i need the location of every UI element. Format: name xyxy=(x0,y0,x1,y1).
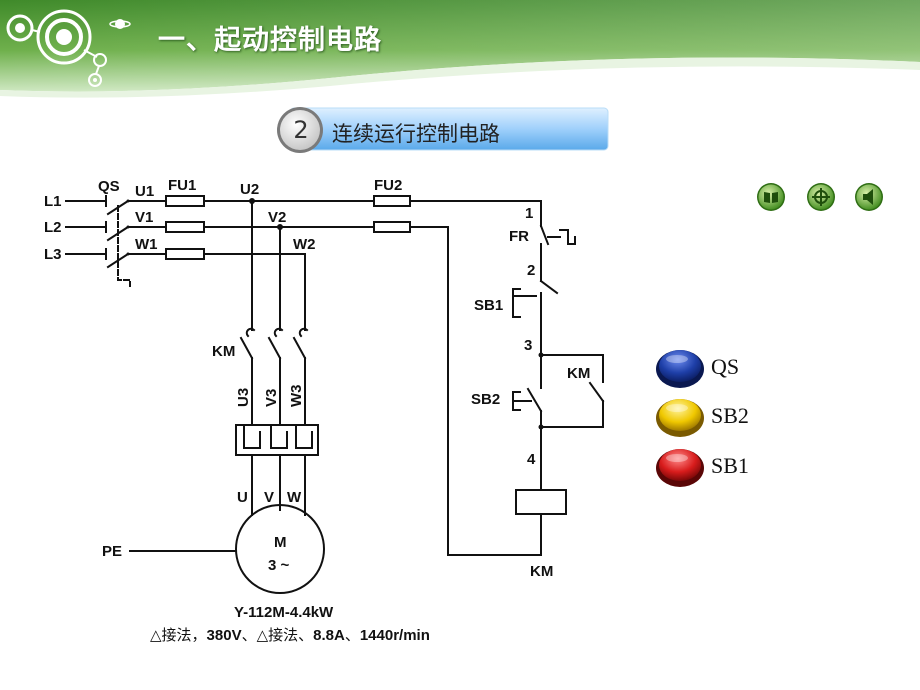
label-fu2: FU2 xyxy=(374,177,402,194)
qs-button[interactable] xyxy=(655,345,705,389)
caption-voltage: 380V xyxy=(206,627,242,644)
qs-label: QS xyxy=(711,354,740,379)
yellow-push-button-icon xyxy=(656,399,704,437)
motor-phases: 3 ~ xyxy=(268,557,290,574)
sb1-label: SB1 xyxy=(711,453,749,478)
label-v1: V1 xyxy=(135,209,153,226)
label-w2: W2 xyxy=(293,236,316,253)
label-v3: V3 xyxy=(263,389,280,407)
label-km-main: KM xyxy=(212,343,235,360)
label-qs: QS xyxy=(98,178,120,195)
caption-part-1: △接法， xyxy=(150,626,207,644)
label-fr: FR xyxy=(509,228,529,245)
motor-model: Y-112M-4.4kW xyxy=(234,604,334,621)
book-button[interactable] xyxy=(756,182,786,212)
label-km-hold: KM xyxy=(567,365,590,382)
label-fu1: FU1 xyxy=(168,177,196,194)
label-u2: U2 xyxy=(240,181,259,198)
speaker-button[interactable] xyxy=(854,182,884,212)
subtitle-bar xyxy=(277,107,609,153)
sb2-label: SB2 xyxy=(711,403,749,428)
label-l3: L3 xyxy=(44,246,62,263)
label-u3: U3 xyxy=(235,388,252,407)
label-sb2: SB2 xyxy=(471,391,500,408)
sb1-button[interactable] xyxy=(655,444,705,488)
decorative-rings-icon xyxy=(6,9,131,87)
header-banner xyxy=(0,0,920,98)
caption-speed: 1440r/min xyxy=(359,627,430,644)
book-icon xyxy=(757,183,785,211)
node-4: 4 xyxy=(527,451,536,468)
caption-part-3: 、 xyxy=(344,626,360,644)
speaker-icon xyxy=(855,183,883,211)
caption-part-2: 、△接法、 xyxy=(241,626,314,644)
page-title: 一、起动控制电路 xyxy=(158,25,382,56)
sb2-button[interactable] xyxy=(655,394,705,438)
label-v2: V2 xyxy=(268,209,286,226)
label-u: U xyxy=(237,489,248,506)
label-l1: L1 xyxy=(44,193,62,210)
motor-spec-caption: △接法，380V、△接法、8.8A、1440r/min xyxy=(150,624,430,645)
label-w: W xyxy=(287,489,302,506)
label-km-coil: KM xyxy=(530,563,553,580)
label-pe: PE xyxy=(102,543,122,560)
label-v: V xyxy=(264,489,274,506)
label-w3: W3 xyxy=(288,385,305,408)
red-push-button-icon xyxy=(656,449,704,487)
target-icon xyxy=(807,183,835,211)
caption-current: 8.8A xyxy=(313,627,345,644)
subtitle-number: 2 xyxy=(293,116,309,144)
motor-label: M xyxy=(274,534,287,551)
label-u1: U1 xyxy=(135,183,154,200)
blue-push-button-icon xyxy=(656,350,704,388)
label-w1: W1 xyxy=(135,236,158,253)
header-background xyxy=(0,0,920,98)
target-button[interactable] xyxy=(806,182,836,212)
label-sb1: SB1 xyxy=(474,297,503,314)
node-1: 1 xyxy=(525,205,533,222)
node-3: 3 xyxy=(524,337,532,354)
node-2: 2 xyxy=(527,262,535,279)
label-l2: L2 xyxy=(44,219,62,236)
subtitle-text: 连续运行控制电路 xyxy=(332,122,500,146)
